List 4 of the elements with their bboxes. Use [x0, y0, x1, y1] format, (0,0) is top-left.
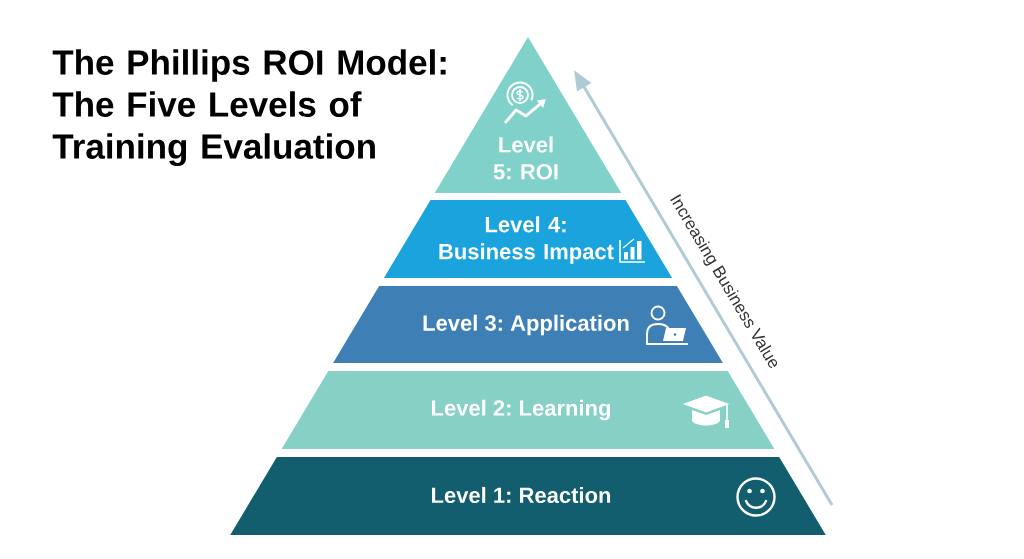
pyramid-level: Level 4: Business Impact — [383, 200, 673, 278]
pyramid-level: Level 3: Application — [333, 286, 723, 363]
pyramid-level: Level 2: Learning — [281, 371, 775, 449]
pyramid-level: Level 1: Reaction — [230, 457, 826, 535]
